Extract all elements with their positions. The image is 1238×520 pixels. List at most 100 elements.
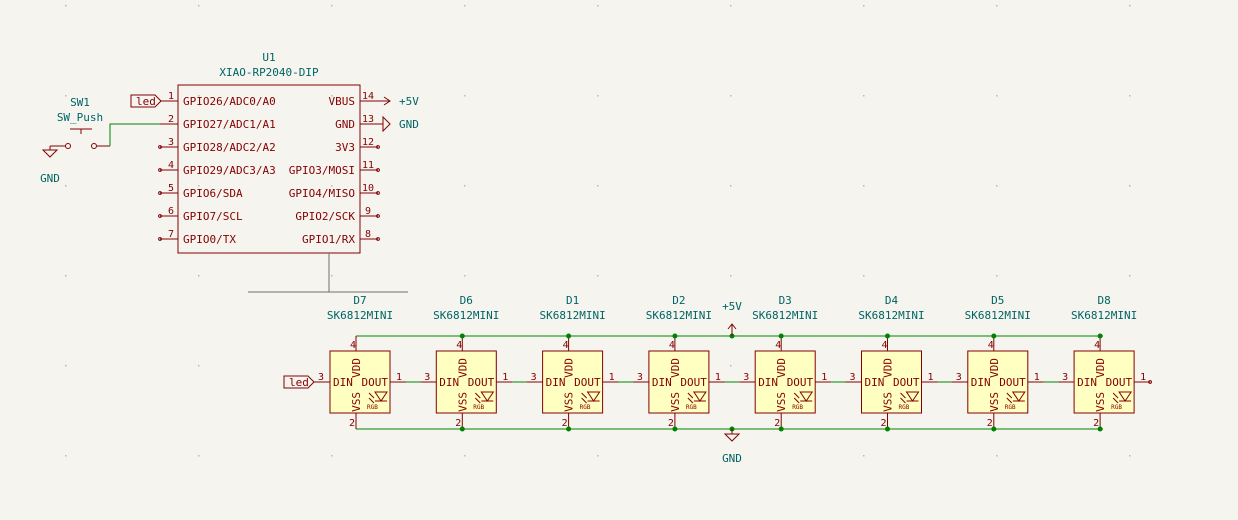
- mcu-pin-name: GPIO2/SCK: [295, 210, 355, 223]
- led-rgb-label: RGB: [1005, 404, 1016, 411]
- led-vdd-label: VDD: [456, 358, 469, 378]
- mcu-left-pins: 1 2 3 4 5 6 7 GPIO26/ADC0/A0 GPIO27/ADC1…: [158, 91, 276, 246]
- led-rgb-label: RGB: [1111, 404, 1122, 411]
- led-light-arrow-icon: [581, 397, 587, 404]
- mcu-led-label[interactable]: led: [130, 94, 162, 108]
- mcu-pin-num: 13: [362, 114, 374, 125]
- led-value: SK6812MINI: [1071, 309, 1137, 322]
- led-light-arrow-icon: [1112, 397, 1119, 404]
- led-din-label: DIN: [758, 376, 778, 389]
- led-dout-label: DOUT: [680, 376, 707, 389]
- grid-dot: [597, 185, 599, 187]
- led-light-arrow-icon: [368, 397, 375, 404]
- wire-switch-to-mcu: [109, 123, 160, 146]
- led-dout-label: DOUT: [893, 376, 920, 389]
- led-din-label: DIN: [439, 376, 459, 389]
- mcu-pin-name: GPIO28/ADC2/A2: [183, 141, 276, 154]
- grid-dot: [597, 275, 599, 277]
- led-pin-num: 2: [349, 418, 355, 429]
- led-pin-num: 4: [456, 340, 462, 351]
- led-light-arrow-icon: [900, 397, 906, 404]
- led-light-arrow-icon: [1006, 392, 1013, 399]
- junction-dot: [566, 426, 572, 432]
- led-ref: D8: [1097, 294, 1110, 307]
- grid-dot: [1129, 275, 1131, 277]
- led-ref: D4: [885, 294, 899, 307]
- mcu-ref: U1: [262, 51, 275, 64]
- mcu-gnd-symbol[interactable]: GND: [378, 115, 419, 133]
- led-vss-label: VSS: [563, 392, 576, 412]
- mcu-u1[interactable]: U1 XIAO-RP2040-DIP 1 2 3 4 5 6 7 GPIO26/…: [158, 51, 380, 254]
- led-diode-icon: [799, 391, 814, 402]
- grid-dot: [730, 365, 732, 367]
- mcu-pin-name: GPIO3/MOSI: [289, 164, 355, 177]
- junction-dot: [885, 426, 890, 432]
- led-pin-num: 4: [669, 340, 675, 351]
- grid-dot: [597, 95, 599, 97]
- switch-value: SW_Push: [57, 111, 103, 124]
- grid-dot: [1129, 185, 1131, 187]
- led-pin-num: 2: [987, 418, 993, 429]
- grid-dot: [597, 455, 599, 457]
- led-pin-num: 4: [563, 340, 569, 351]
- grid-dot: [65, 455, 67, 457]
- led-value: SK6812MINI: [539, 309, 605, 322]
- led-pin-num: 1: [1140, 372, 1146, 383]
- grid-dot: [730, 95, 732, 97]
- led-value: SK6812MINI: [433, 309, 499, 322]
- led-vdd-label: VDD: [350, 358, 363, 378]
- led-diode-icon: [692, 391, 707, 402]
- led-vdd-label: VDD: [669, 358, 682, 378]
- mcu-pin-num: 5: [168, 183, 174, 194]
- led-dout-label: DOUT: [787, 376, 814, 389]
- led-pin-num: 3: [743, 372, 749, 383]
- mcu-pin-name: GPIO27/ADC1/A1: [183, 118, 276, 131]
- mcu-led-label-text: led: [136, 95, 156, 108]
- grid-dot: [198, 95, 200, 97]
- mcu-pin-name: GND: [335, 118, 355, 131]
- led-vdd-power-flag[interactable]: +5V: [722, 300, 742, 336]
- led-body: [967, 350, 1029, 414]
- grid-dot: [730, 455, 732, 457]
- led-value: SK6812MINI: [327, 309, 393, 322]
- grid-dot: [464, 5, 466, 7]
- mcu-pin-num: 7: [168, 229, 174, 240]
- mcu-body: [177, 84, 361, 254]
- grid-dot: [730, 5, 732, 7]
- led-din-label: DIN: [546, 376, 566, 389]
- grid-dot: [996, 185, 998, 187]
- led-din-label: DIN: [652, 376, 672, 389]
- switch-sw1[interactable]: SW1 SW_Push: [56, 96, 110, 149]
- led-vdd-label: VDD: [563, 358, 576, 378]
- led-pin-num: 1: [609, 372, 615, 383]
- grid-dot: [863, 455, 865, 457]
- led-value: SK6812MINI: [646, 309, 712, 322]
- led-vdd-label: VDD: [775, 358, 788, 378]
- nc-marker: [158, 145, 162, 149]
- nc-marker: [376, 214, 380, 218]
- led-vss-label: VSS: [988, 392, 1001, 412]
- nc-marker: [376, 145, 380, 149]
- led-vdd-label: VDD: [988, 358, 1001, 378]
- mcu-pin-num: 2: [168, 114, 174, 125]
- led-gnd-symbol[interactable]: GND: [722, 429, 742, 465]
- led-pin-num: 3: [850, 372, 856, 383]
- junction-dot: [778, 426, 784, 432]
- junction-dot: [1097, 333, 1103, 339]
- switch-gnd-symbol[interactable]: GND: [40, 145, 60, 185]
- junction-dot: [778, 333, 784, 339]
- led-pin-num: 3: [531, 372, 537, 383]
- vbus-power-flag[interactable]: +5V: [378, 95, 419, 108]
- chain-led-label[interactable]: led: [283, 375, 330, 389]
- grid-dot: [331, 455, 333, 457]
- mcu-pin-num: 3: [168, 137, 174, 148]
